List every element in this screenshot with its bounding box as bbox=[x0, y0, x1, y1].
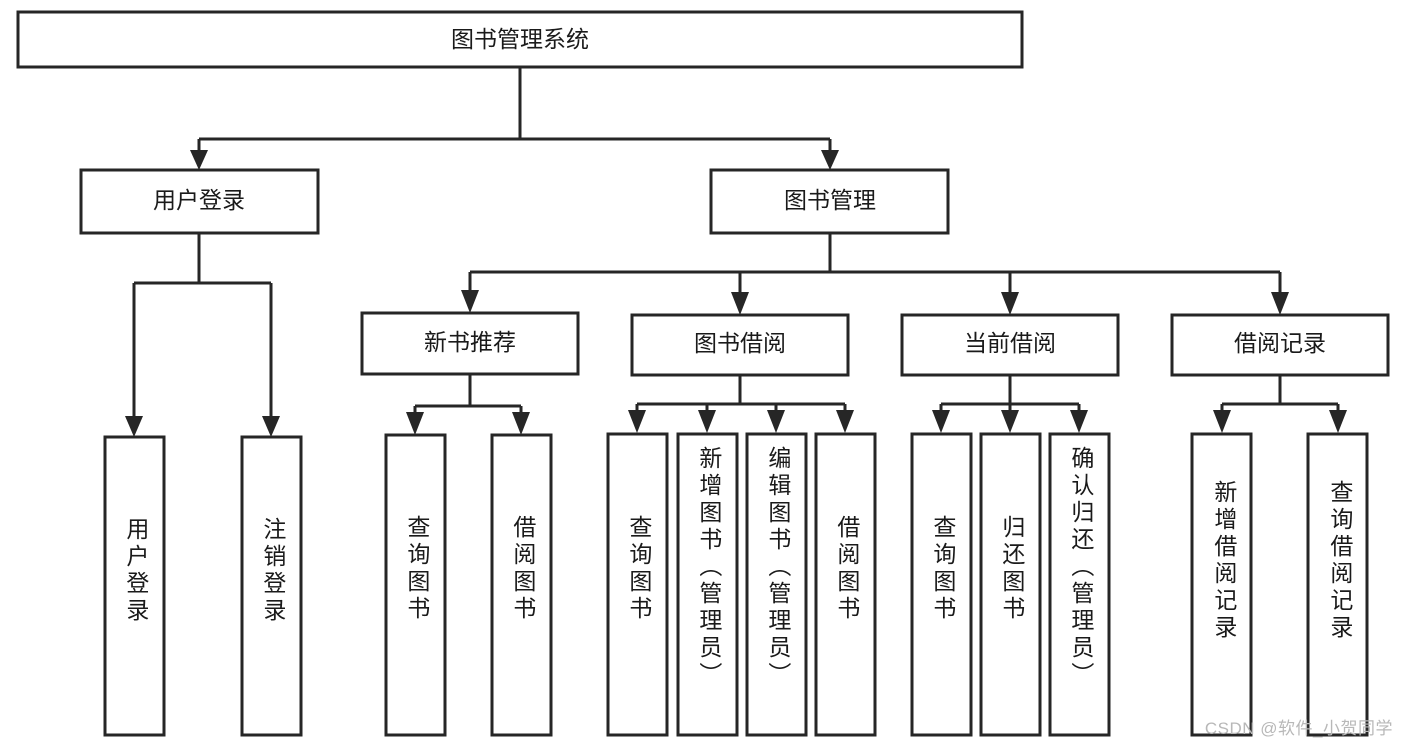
node-leaf-add-book[interactable]: 新增图书（管理员） bbox=[676, 432, 739, 737]
node-leaf-borrow-book-1-label: 借阅图书 bbox=[510, 515, 537, 623]
node-book-borrow-label: 图书借阅 bbox=[694, 330, 786, 356]
node-leaf-query-book-3[interactable]: 查询图书 bbox=[910, 432, 973, 737]
arrowhead-leaf-query-book-3 bbox=[932, 410, 950, 433]
arrowhead-leaf-add-record bbox=[1213, 410, 1231, 433]
node-leaf-return-book-box[interactable] bbox=[979, 432, 1042, 737]
arrowhead-leaf-borrow-book-1 bbox=[512, 412, 530, 435]
node-leaf-query-book-3-box[interactable] bbox=[910, 432, 973, 737]
node-root[interactable]: 图书管理系统 bbox=[16, 10, 1024, 69]
node-leaf-return-book[interactable]: 归还图书 bbox=[979, 432, 1042, 737]
node-new-book-recommend[interactable]: 新书推荐 bbox=[360, 311, 580, 376]
arrowhead-user-login bbox=[190, 150, 208, 170]
node-leaf-query-book-2-box[interactable] bbox=[606, 432, 669, 737]
node-leaf-add-record-label: 新增借阅记录 bbox=[1211, 480, 1238, 642]
node-root-box[interactable] bbox=[16, 10, 1024, 69]
node-new-book-recommend-box[interactable] bbox=[360, 311, 580, 376]
node-leaf-user-login[interactable]: 用户登录 bbox=[103, 435, 166, 737]
node-book-borrow-box[interactable] bbox=[630, 313, 850, 377]
node-leaf-add-book-label: 新增图书（管理员） bbox=[696, 446, 723, 689]
node-current-borrow[interactable]: 当前借阅 bbox=[900, 313, 1120, 377]
arrowhead-leaf-logout bbox=[262, 416, 280, 437]
node-leaf-borrow-book-1-box[interactable] bbox=[490, 433, 553, 737]
node-user-login-box[interactable] bbox=[79, 168, 320, 235]
node-leaf-query-book-1[interactable]: 查询图书 bbox=[384, 433, 447, 737]
node-leaf-borrow-book-1[interactable]: 借阅图书 bbox=[490, 433, 553, 737]
arrowhead-current-borrow bbox=[1001, 292, 1019, 315]
arrowhead-leaf-return-book bbox=[1001, 410, 1019, 433]
arrowhead-leaf-query-book-1 bbox=[406, 412, 424, 435]
connector-layer bbox=[125, 67, 1347, 437]
node-leaf-query-record[interactable]: 查询借阅记录 bbox=[1306, 432, 1369, 737]
node-book-manage-label: 图书管理 bbox=[784, 187, 876, 213]
node-leaf-query-book-1-label: 查询图书 bbox=[404, 515, 431, 623]
arrowhead-book-borrow bbox=[731, 292, 749, 315]
node-borrow-record-box[interactable] bbox=[1170, 313, 1390, 377]
node-leaf-add-record[interactable]: 新增借阅记录 bbox=[1190, 432, 1253, 737]
node-current-borrow-box[interactable] bbox=[900, 313, 1120, 377]
node-leaf-query-record-box[interactable] bbox=[1306, 432, 1369, 737]
node-leaf-query-book-2-label: 查询图书 bbox=[626, 515, 653, 623]
node-book-manage-box[interactable] bbox=[709, 168, 950, 235]
node-leaf-query-record-label: 查询借阅记录 bbox=[1327, 480, 1354, 642]
node-book-borrow[interactable]: 图书借阅 bbox=[630, 313, 850, 377]
node-leaf-logout-label: 注销登录 bbox=[260, 517, 287, 625]
node-current-borrow-label: 当前借阅 bbox=[964, 330, 1056, 356]
arrowhead-book-manage bbox=[821, 150, 839, 170]
node-leaf-confirm-return-label: 确认归还（管理员） bbox=[1068, 446, 1095, 689]
node-root-label: 图书管理系统 bbox=[451, 26, 589, 52]
node-leaf-add-book-box[interactable] bbox=[676, 432, 739, 737]
csdn-watermark: CSDN @软件_小贺同学 bbox=[1204, 719, 1393, 738]
node-leaf-borrow-book-2[interactable]: 借阅图书 bbox=[814, 432, 877, 737]
arrowhead-borrow-record bbox=[1271, 292, 1289, 315]
node-leaf-user-login-box[interactable] bbox=[103, 435, 166, 737]
arrowhead-leaf-user-login bbox=[125, 416, 143, 437]
node-borrow-record-label: 借阅记录 bbox=[1234, 330, 1326, 356]
node-leaf-confirm-return[interactable]: 确认归还（管理员） bbox=[1048, 432, 1111, 737]
node-leaf-edit-book-box[interactable] bbox=[745, 432, 808, 737]
node-leaf-add-record-box[interactable] bbox=[1190, 432, 1253, 737]
arrowhead-leaf-borrow-book-2 bbox=[836, 410, 854, 433]
node-user-login[interactable]: 用户登录 bbox=[79, 168, 320, 235]
node-book-manage[interactable]: 图书管理 bbox=[709, 168, 950, 235]
node-new-book-recommend-label: 新书推荐 bbox=[424, 329, 516, 355]
node-leaf-query-book-2[interactable]: 查询图书 bbox=[606, 432, 669, 737]
node-leaf-query-book-3-label: 查询图书 bbox=[930, 515, 957, 623]
node-leaf-logout-box[interactable] bbox=[240, 435, 303, 737]
node-leaf-borrow-book-2-label: 借阅图书 bbox=[834, 515, 861, 623]
node-leaf-edit-book-label: 编辑图书（管理员） bbox=[765, 446, 792, 689]
node-user-login-label: 用户登录 bbox=[153, 187, 245, 213]
node-leaf-query-book-1-box[interactable] bbox=[384, 433, 447, 737]
arrowhead-leaf-query-record bbox=[1329, 410, 1347, 433]
node-borrow-record[interactable]: 借阅记录 bbox=[1170, 313, 1390, 377]
node-leaf-logout[interactable]: 注销登录 bbox=[240, 435, 303, 737]
arrowhead-leaf-query-book-2 bbox=[628, 410, 646, 433]
node-leaf-edit-book[interactable]: 编辑图书（管理员） bbox=[745, 432, 808, 737]
arrowhead-leaf-add-book bbox=[698, 410, 716, 433]
arrowhead-new-book-recommend bbox=[461, 290, 479, 313]
node-leaf-confirm-return-box[interactable] bbox=[1048, 432, 1111, 737]
arrowhead-leaf-edit-book bbox=[767, 410, 785, 433]
node-leaf-user-login-label: 用户登录 bbox=[123, 517, 150, 625]
node-leaf-borrow-book-2-box[interactable] bbox=[814, 432, 877, 737]
arrowhead-leaf-confirm-return bbox=[1070, 410, 1088, 433]
node-leaf-return-book-label: 归还图书 bbox=[999, 515, 1026, 623]
